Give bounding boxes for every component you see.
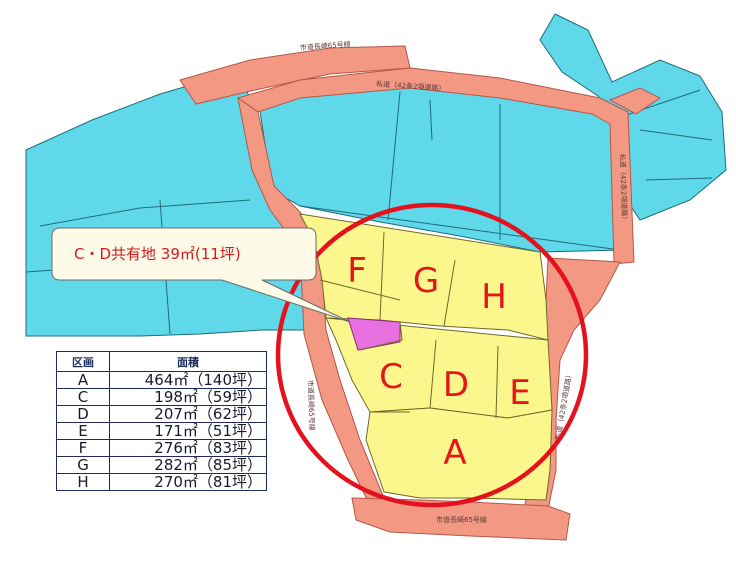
lot-a	[365, 407, 553, 501]
table-row: D 207㎡（62坪）	[56, 405, 267, 423]
table-cell-area: 198㎡（59坪）	[109, 388, 267, 406]
road-label-north: 市道長崎65号線	[300, 39, 351, 52]
table-cell-lot: H	[56, 473, 110, 491]
table-row: C 198㎡（59坪）	[56, 388, 267, 406]
callout-label: C・D共有地 39㎡(11坪)	[74, 245, 241, 263]
table-cell-lot: A	[56, 371, 110, 389]
table-header-area: 面積	[109, 351, 267, 372]
table-cell-lot: D	[56, 405, 110, 423]
table-cell-lot: E	[56, 422, 110, 440]
callout-bubble	[51, 227, 351, 323]
table-cell-lot: G	[56, 456, 110, 474]
road-label-east-upper: 私道（42条2項道路）	[618, 154, 629, 224]
table-cell-area: 270㎡（81坪）	[109, 473, 267, 491]
lot-letter-d: D	[443, 365, 469, 405]
lot-letter-f: F	[347, 251, 367, 291]
lot-letter-a: A	[443, 433, 466, 473]
lots-north-row	[299, 213, 549, 341]
highlight-circle	[275, 202, 589, 508]
callout: C・D共有地 39㎡(11坪)	[51, 227, 351, 323]
table-row: H 270㎡（81坪）	[56, 473, 267, 491]
table-cell-area: 276㎡（83坪）	[109, 439, 267, 457]
road-south	[351, 497, 571, 541]
area-table: 区画 面積 A 464㎡（140坪） C 198㎡（59坪） D 207㎡（62…	[56, 351, 267, 491]
road-label-west: 市道長崎65号線	[306, 380, 317, 431]
table-row: F 276㎡（83坪）	[56, 439, 267, 457]
table-header-row: 区画 面積	[56, 351, 267, 372]
table-cell-area: 464㎡（140坪）	[109, 371, 267, 389]
lot-letter-c: C	[379, 357, 403, 397]
neighbor-parcel-east	[539, 13, 727, 221]
road-top-spur	[608, 87, 661, 115]
lot-letters: F G H C D E A	[347, 251, 531, 473]
lots	[299, 213, 553, 501]
lot-letter-g: G	[413, 261, 439, 301]
table-row: A 464㎡（140坪）	[56, 371, 267, 389]
table-cell-lot: C	[56, 388, 110, 406]
lot-letter-e: E	[509, 373, 530, 413]
lot-shared-cd	[347, 317, 401, 351]
table-header-lot: 区画	[56, 351, 110, 372]
table-cell-area: 207㎡（62坪）	[109, 405, 267, 423]
table-cell-area: 282㎡（85坪）	[109, 456, 267, 474]
road-label-south: 市道長崎65号線	[436, 515, 487, 524]
table-row: G 282㎡（85坪）	[56, 456, 267, 474]
lot-letter-h: H	[481, 277, 507, 317]
table-cell-lot: F	[56, 439, 110, 457]
table-cell-area: 171㎡（51坪）	[109, 422, 267, 440]
table-row: E 171㎡（51坪）	[56, 422, 267, 440]
